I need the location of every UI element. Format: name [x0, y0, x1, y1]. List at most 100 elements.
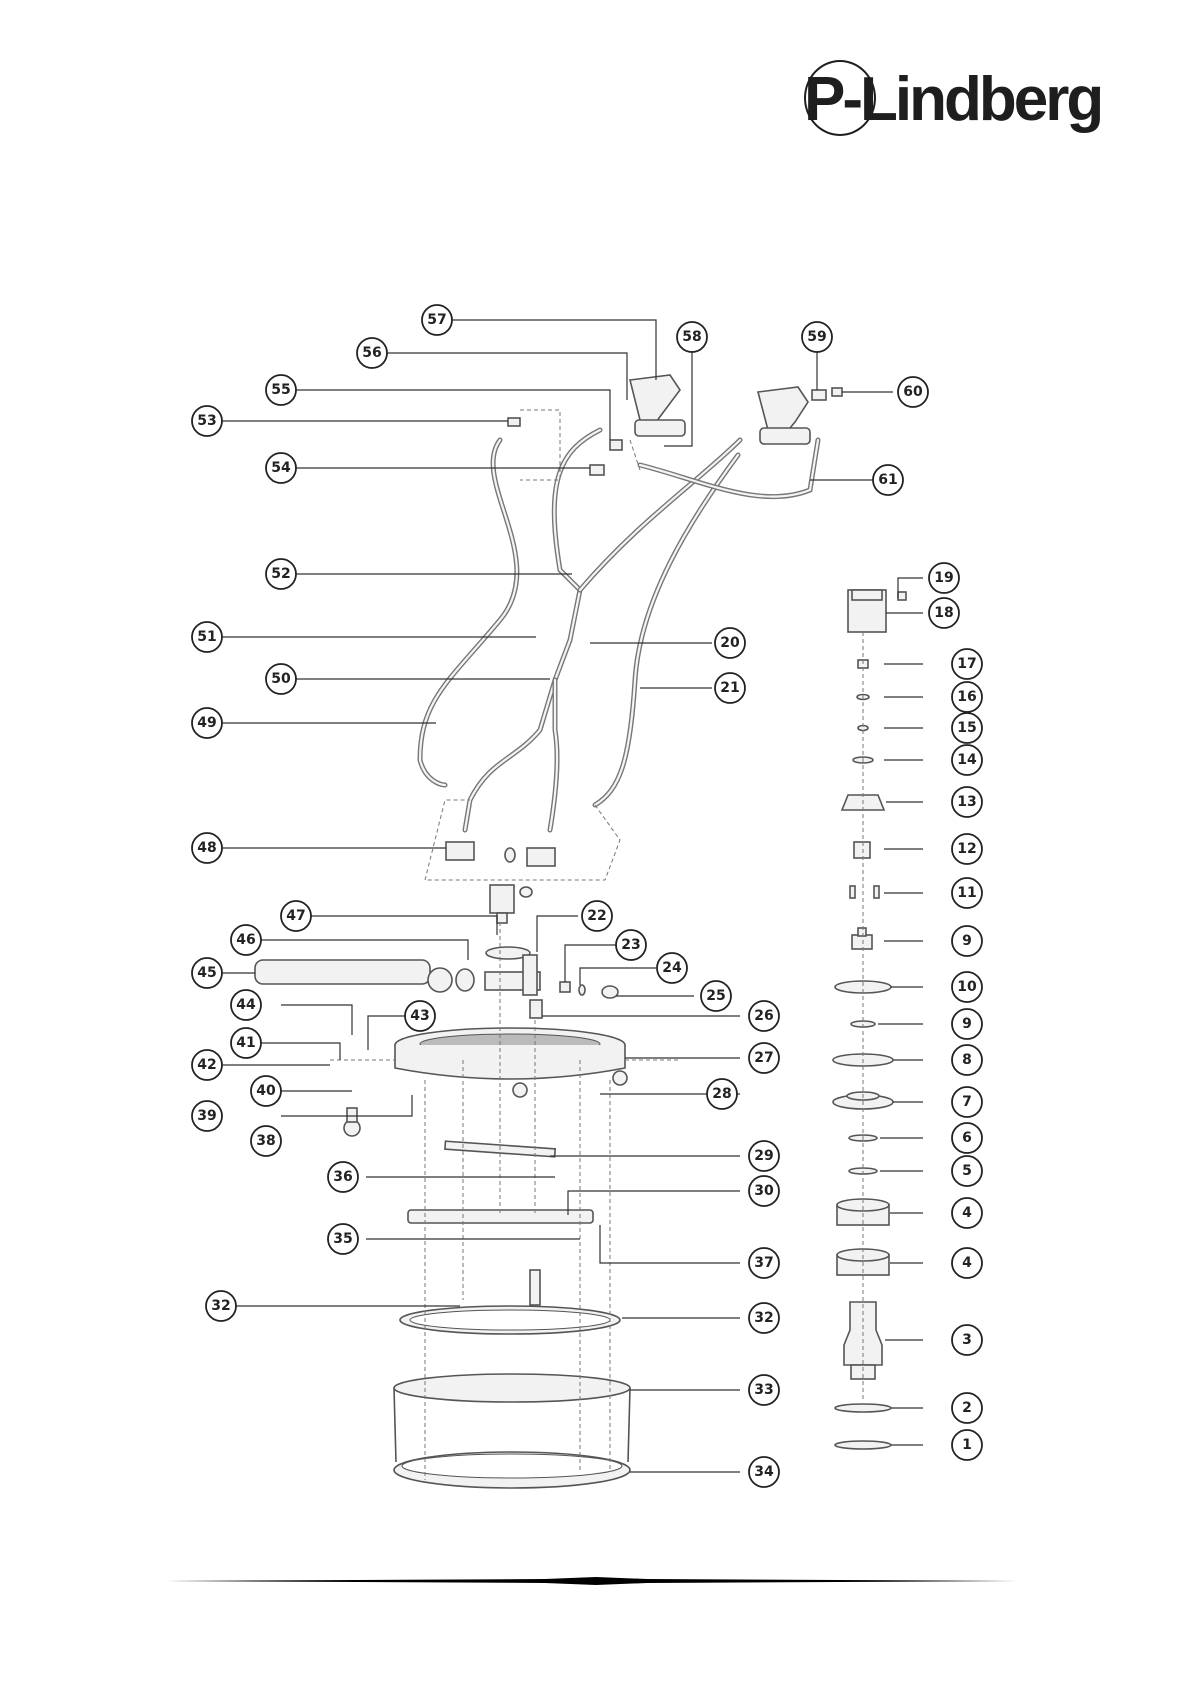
- svg-text:28: 28: [712, 1086, 731, 1102]
- callout-28: 28: [707, 1079, 737, 1109]
- svg-text:48: 48: [197, 840, 216, 856]
- callout-57: 57: [422, 305, 452, 335]
- svg-text:4: 4: [962, 1205, 972, 1221]
- pump-stack: [833, 590, 906, 1449]
- svg-text:21: 21: [720, 680, 739, 696]
- svg-text:53: 53: [197, 413, 216, 429]
- svg-text:36: 36: [333, 1169, 352, 1185]
- callout-3: 3: [952, 1325, 982, 1355]
- svg-text:58: 58: [682, 329, 701, 345]
- svg-text:41: 41: [236, 1035, 255, 1051]
- callout-25: 25: [701, 981, 731, 1011]
- svg-text:46: 46: [236, 932, 255, 948]
- svg-text:2: 2: [962, 1400, 972, 1416]
- callout-60: 60: [898, 377, 928, 407]
- callout-27: 27: [749, 1043, 779, 1073]
- callout-59: 59: [802, 322, 832, 352]
- svg-text:43: 43: [410, 1008, 429, 1024]
- callout-10: 10: [952, 972, 982, 1002]
- svg-text:11: 11: [957, 885, 976, 901]
- callout-49: 49: [192, 708, 222, 738]
- hose-assembly: [420, 375, 842, 830]
- callout-6: 6: [952, 1123, 982, 1153]
- callout-4-lower: 4: [952, 1248, 982, 1278]
- callout-52: 52: [266, 559, 296, 589]
- svg-text:19: 19: [934, 570, 953, 586]
- svg-text:42: 42: [197, 1057, 216, 1073]
- svg-text:45: 45: [197, 965, 216, 981]
- svg-text:37: 37: [754, 1255, 773, 1271]
- svg-text:1: 1: [962, 1437, 972, 1453]
- callout-40: 40: [251, 1076, 281, 1106]
- svg-text:13: 13: [957, 794, 976, 810]
- svg-text:4: 4: [962, 1255, 972, 1271]
- svg-text:9: 9: [962, 1016, 972, 1032]
- callout-46: 46: [231, 925, 261, 955]
- callout-45: 45: [192, 958, 222, 988]
- svg-text:25: 25: [706, 988, 725, 1004]
- svg-text:32: 32: [211, 1298, 230, 1314]
- callout-18: 18: [929, 598, 959, 628]
- callout-7: 7: [952, 1087, 982, 1117]
- callout-50: 50: [266, 664, 296, 694]
- callout-41: 41: [231, 1028, 261, 1058]
- svg-text:57: 57: [427, 312, 446, 328]
- svg-text:26: 26: [754, 1008, 773, 1024]
- callout-8: 8: [952, 1045, 982, 1075]
- callout-1: 1: [952, 1430, 982, 1460]
- svg-text:29: 29: [754, 1148, 773, 1164]
- callout-35: 35: [328, 1224, 358, 1254]
- svg-text:51: 51: [197, 629, 216, 645]
- callout-2: 2: [952, 1393, 982, 1423]
- callout-9-lower: 9: [952, 1009, 982, 1039]
- svg-text:22: 22: [587, 908, 606, 924]
- callout-9-upper: 9: [952, 926, 982, 956]
- svg-text:35: 35: [333, 1231, 352, 1247]
- svg-text:52: 52: [271, 566, 290, 582]
- callout-11: 11: [952, 878, 982, 908]
- footer-rule: [165, 1577, 1027, 1585]
- callout-16: 16: [952, 682, 982, 712]
- callout-30: 30: [749, 1176, 779, 1206]
- svg-text:59: 59: [807, 329, 826, 345]
- svg-text:27: 27: [754, 1050, 773, 1066]
- svg-text:9: 9: [962, 933, 972, 949]
- callout-12: 12: [952, 834, 982, 864]
- svg-text:12: 12: [957, 841, 976, 857]
- svg-text:23: 23: [621, 937, 640, 953]
- svg-text:47: 47: [286, 908, 305, 924]
- leader-lines: [222, 320, 923, 1472]
- callout-5: 5: [952, 1156, 982, 1186]
- callout-32-left: 32: [206, 1291, 236, 1321]
- callout-23: 23: [616, 930, 646, 960]
- callout-34: 34: [749, 1457, 779, 1487]
- svg-text:3: 3: [962, 1332, 972, 1348]
- svg-text:56: 56: [362, 345, 381, 361]
- svg-text:34: 34: [754, 1464, 774, 1480]
- callout-54: 54: [266, 453, 296, 483]
- callout-53: 53: [192, 406, 222, 436]
- svg-text:16: 16: [957, 689, 976, 705]
- callout-26: 26: [749, 1001, 779, 1031]
- callout-55: 55: [266, 375, 296, 405]
- callout-36: 36: [328, 1162, 358, 1192]
- callout-56: 56: [357, 338, 387, 368]
- callout-22: 22: [582, 901, 612, 931]
- svg-text:44: 44: [236, 997, 256, 1013]
- callout-43: 43: [405, 1001, 435, 1031]
- callout-44: 44: [231, 990, 261, 1020]
- svg-text:30: 30: [754, 1183, 774, 1199]
- callout-32-right: 32: [749, 1303, 779, 1333]
- callout-48: 48: [192, 833, 222, 863]
- svg-text:60: 60: [903, 384, 923, 400]
- callout-51: 51: [192, 622, 222, 652]
- svg-text:49: 49: [197, 715, 216, 731]
- svg-text:6: 6: [962, 1130, 972, 1146]
- svg-text:54: 54: [271, 460, 291, 476]
- callout-15: 15: [952, 713, 982, 743]
- svg-text:7: 7: [962, 1094, 972, 1110]
- callout-33: 33: [749, 1375, 779, 1405]
- callout-39: 39: [192, 1101, 222, 1131]
- svg-text:40: 40: [256, 1083, 276, 1099]
